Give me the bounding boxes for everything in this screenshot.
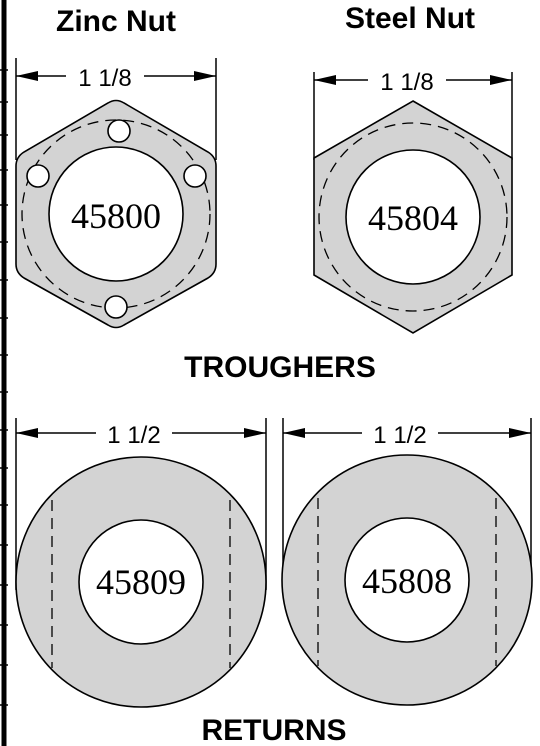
- zinc-nut-part-number: 45800: [71, 196, 161, 236]
- return-left-washer: 45809: [15, 456, 267, 708]
- return-right-dimension-label: 1 1/2: [373, 422, 426, 449]
- steel-nut-part-number: 45804: [368, 198, 458, 238]
- zinc-nut-dimension: 1 1/8: [15, 58, 217, 160]
- steel-nut-dimension-label: 1 1/8: [380, 69, 433, 96]
- return-left-dimension-label: 1 1/2: [107, 422, 160, 449]
- steel-nut-dimension: 1 1/8: [313, 69, 513, 160]
- zinc-nut-shape: 45800: [15, 99, 217, 329]
- zinc-nut-heading: Zinc Nut: [56, 5, 176, 38]
- return-right-washer: 45808: [281, 454, 533, 706]
- bolt-hole-top: [107, 119, 131, 143]
- steel-nut-heading: Steel Nut: [345, 2, 475, 35]
- steel-nut-shape: 45804: [313, 100, 513, 334]
- return-right-part-number: 45808: [362, 561, 452, 601]
- zinc-nut-dimension-label: 1 1/8: [78, 65, 131, 92]
- bolt-hole-left: [26, 164, 50, 188]
- troughers-label: TROUGHERS: [184, 351, 376, 384]
- return-left-dimension: 1 1/2: [15, 418, 267, 590]
- left-edge-rule: [0, 0, 8, 746]
- bolt-hole-right: [183, 164, 207, 188]
- return-left-part-number: 45809: [96, 562, 186, 602]
- returns-label: RETURNS: [201, 714, 346, 746]
- bolt-hole-bottom: [104, 295, 128, 319]
